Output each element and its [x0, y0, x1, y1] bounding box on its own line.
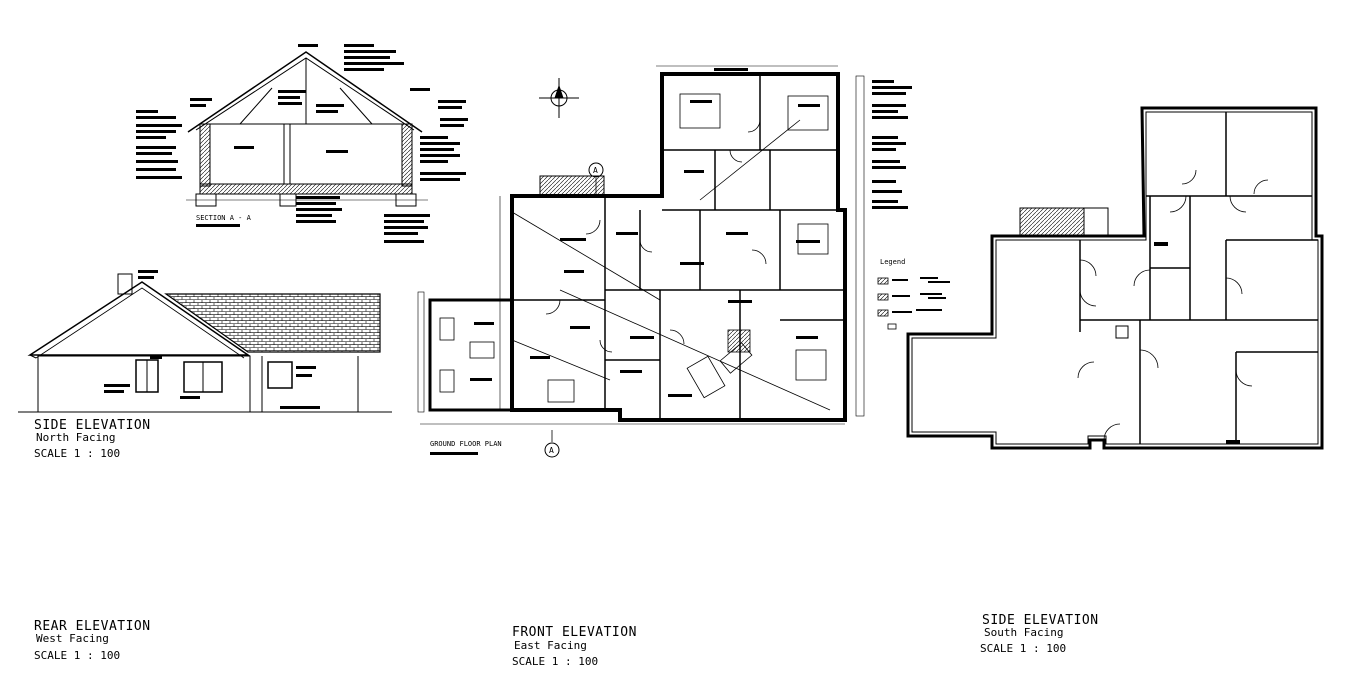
- svg-text:A: A: [593, 166, 598, 175]
- side-elevation-north-title: SIDE ELEVATION: [34, 418, 151, 433]
- front-elevation-scale: SCALE 1 : 100: [512, 655, 599, 668]
- front-elevation-title: FRONT ELEVATION: [512, 625, 637, 640]
- section-marker-a-bottom: A: [544, 430, 560, 458]
- north-arrow-icon: [539, 78, 579, 118]
- legend-title: Legend: [880, 258, 905, 266]
- ground-floor-plan: [417, 65, 865, 425]
- front-elevation-facing: East Facing: [514, 639, 587, 652]
- section-marker-a-top: A: [588, 162, 604, 196]
- side-elevation-north-scale: SCALE 1 : 100: [34, 447, 121, 460]
- side-north-annotations: [104, 270, 320, 409]
- rear-elevation-facing: West Facing: [36, 632, 109, 645]
- section-a-a: [186, 51, 428, 207]
- rear-elevation-title: REAR ELEVATION: [34, 619, 151, 634]
- side-elevation-north: [18, 273, 392, 413]
- floor-plan-label: GROUND FLOOR PLAN: [430, 440, 502, 448]
- side-elevation-south-facing: South Facing: [984, 626, 1064, 639]
- svg-text:A: A: [549, 446, 554, 455]
- plan-annotations: [430, 68, 912, 455]
- legend-items: [877, 277, 897, 330]
- rear-elevation-scale: SCALE 1 : 100: [34, 649, 121, 662]
- side-elevation-south-scale: SCALE 1 : 100: [980, 642, 1067, 655]
- legend-text: [892, 277, 950, 313]
- section-annotations: [136, 44, 468, 243]
- side-elevation-south-title: SIDE ELEVATION: [982, 613, 1099, 628]
- first-floor-plan: [906, 106, 1324, 450]
- side-elevation-north-facing: North Facing: [36, 431, 116, 444]
- section-label: SECTION A - A: [196, 214, 252, 222]
